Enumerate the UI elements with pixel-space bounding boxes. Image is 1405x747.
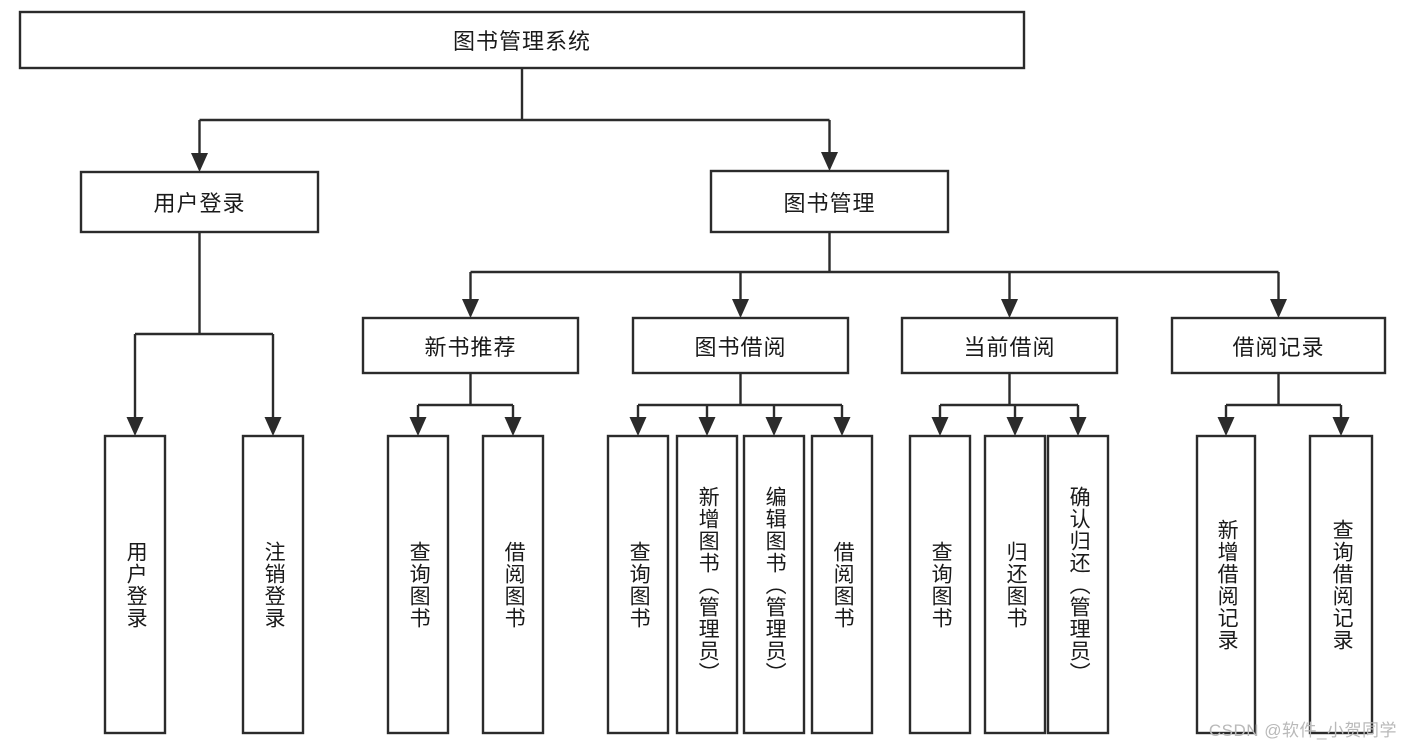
node-leaf-return-book[interactable]: [983, 434, 1047, 735]
node-leaf-edit-book[interactable]: [742, 434, 806, 735]
node-user-login[interactable]: [79, 170, 320, 234]
node-leaf-query-book-cur[interactable]: [908, 434, 972, 735]
arrow-head-icon: [462, 299, 479, 318]
arrow-head-icon: [833, 417, 851, 436]
arrow-head-icon: [1069, 417, 1087, 436]
node-leaf-add-record[interactable]: [1195, 434, 1257, 735]
connector-edges: [126, 68, 1350, 436]
arrow-head-icon: [1006, 417, 1024, 436]
arrow-head-icon: [931, 417, 949, 436]
node-current-borrow[interactable]: [900, 316, 1119, 375]
node-borrow-record[interactable]: [1170, 316, 1387, 375]
arrow-head-icon: [1001, 299, 1018, 318]
arrow-head-icon: [698, 417, 716, 436]
arrow-head-icon: [126, 417, 144, 436]
arrow-head-icon: [264, 417, 282, 436]
arrow-head-icon: [765, 417, 783, 436]
node-leaf-query-record[interactable]: [1308, 434, 1374, 735]
node-leaf-logout[interactable]: [241, 434, 305, 735]
node-leaf-query-book-bor[interactable]: [606, 434, 670, 735]
node-root-图书管理系统[interactable]: [18, 10, 1026, 70]
node-leaf-borrow-book-bor[interactable]: [810, 434, 874, 735]
node-boxes: [18, 10, 1387, 735]
node-leaf-add-book[interactable]: [675, 434, 739, 735]
arrow-head-icon: [409, 417, 427, 436]
node-leaf-confirm-return[interactable]: [1046, 434, 1110, 735]
node-leaf-user-login[interactable]: [103, 434, 167, 735]
arrow-head-icon: [1217, 417, 1235, 436]
arrow-head-icon: [629, 417, 647, 436]
arrow-head-icon: [504, 417, 522, 436]
node-new-book-rec[interactable]: [361, 316, 580, 375]
node-book-manage[interactable]: [709, 169, 950, 234]
arrow-head-icon: [1332, 417, 1350, 436]
csdn-watermark: CSDN @软件_小贺同学: [1208, 721, 1397, 740]
arrow-head-icon: [1270, 299, 1287, 318]
node-book-borrow[interactable]: [631, 316, 850, 375]
node-leaf-borrow-book-rec[interactable]: [481, 434, 545, 735]
node-leaf-query-book-rec[interactable]: [386, 434, 450, 735]
arrow-head-icon: [821, 152, 838, 171]
arrow-head-icon: [732, 299, 749, 318]
arrow-head-icon: [191, 153, 208, 172]
